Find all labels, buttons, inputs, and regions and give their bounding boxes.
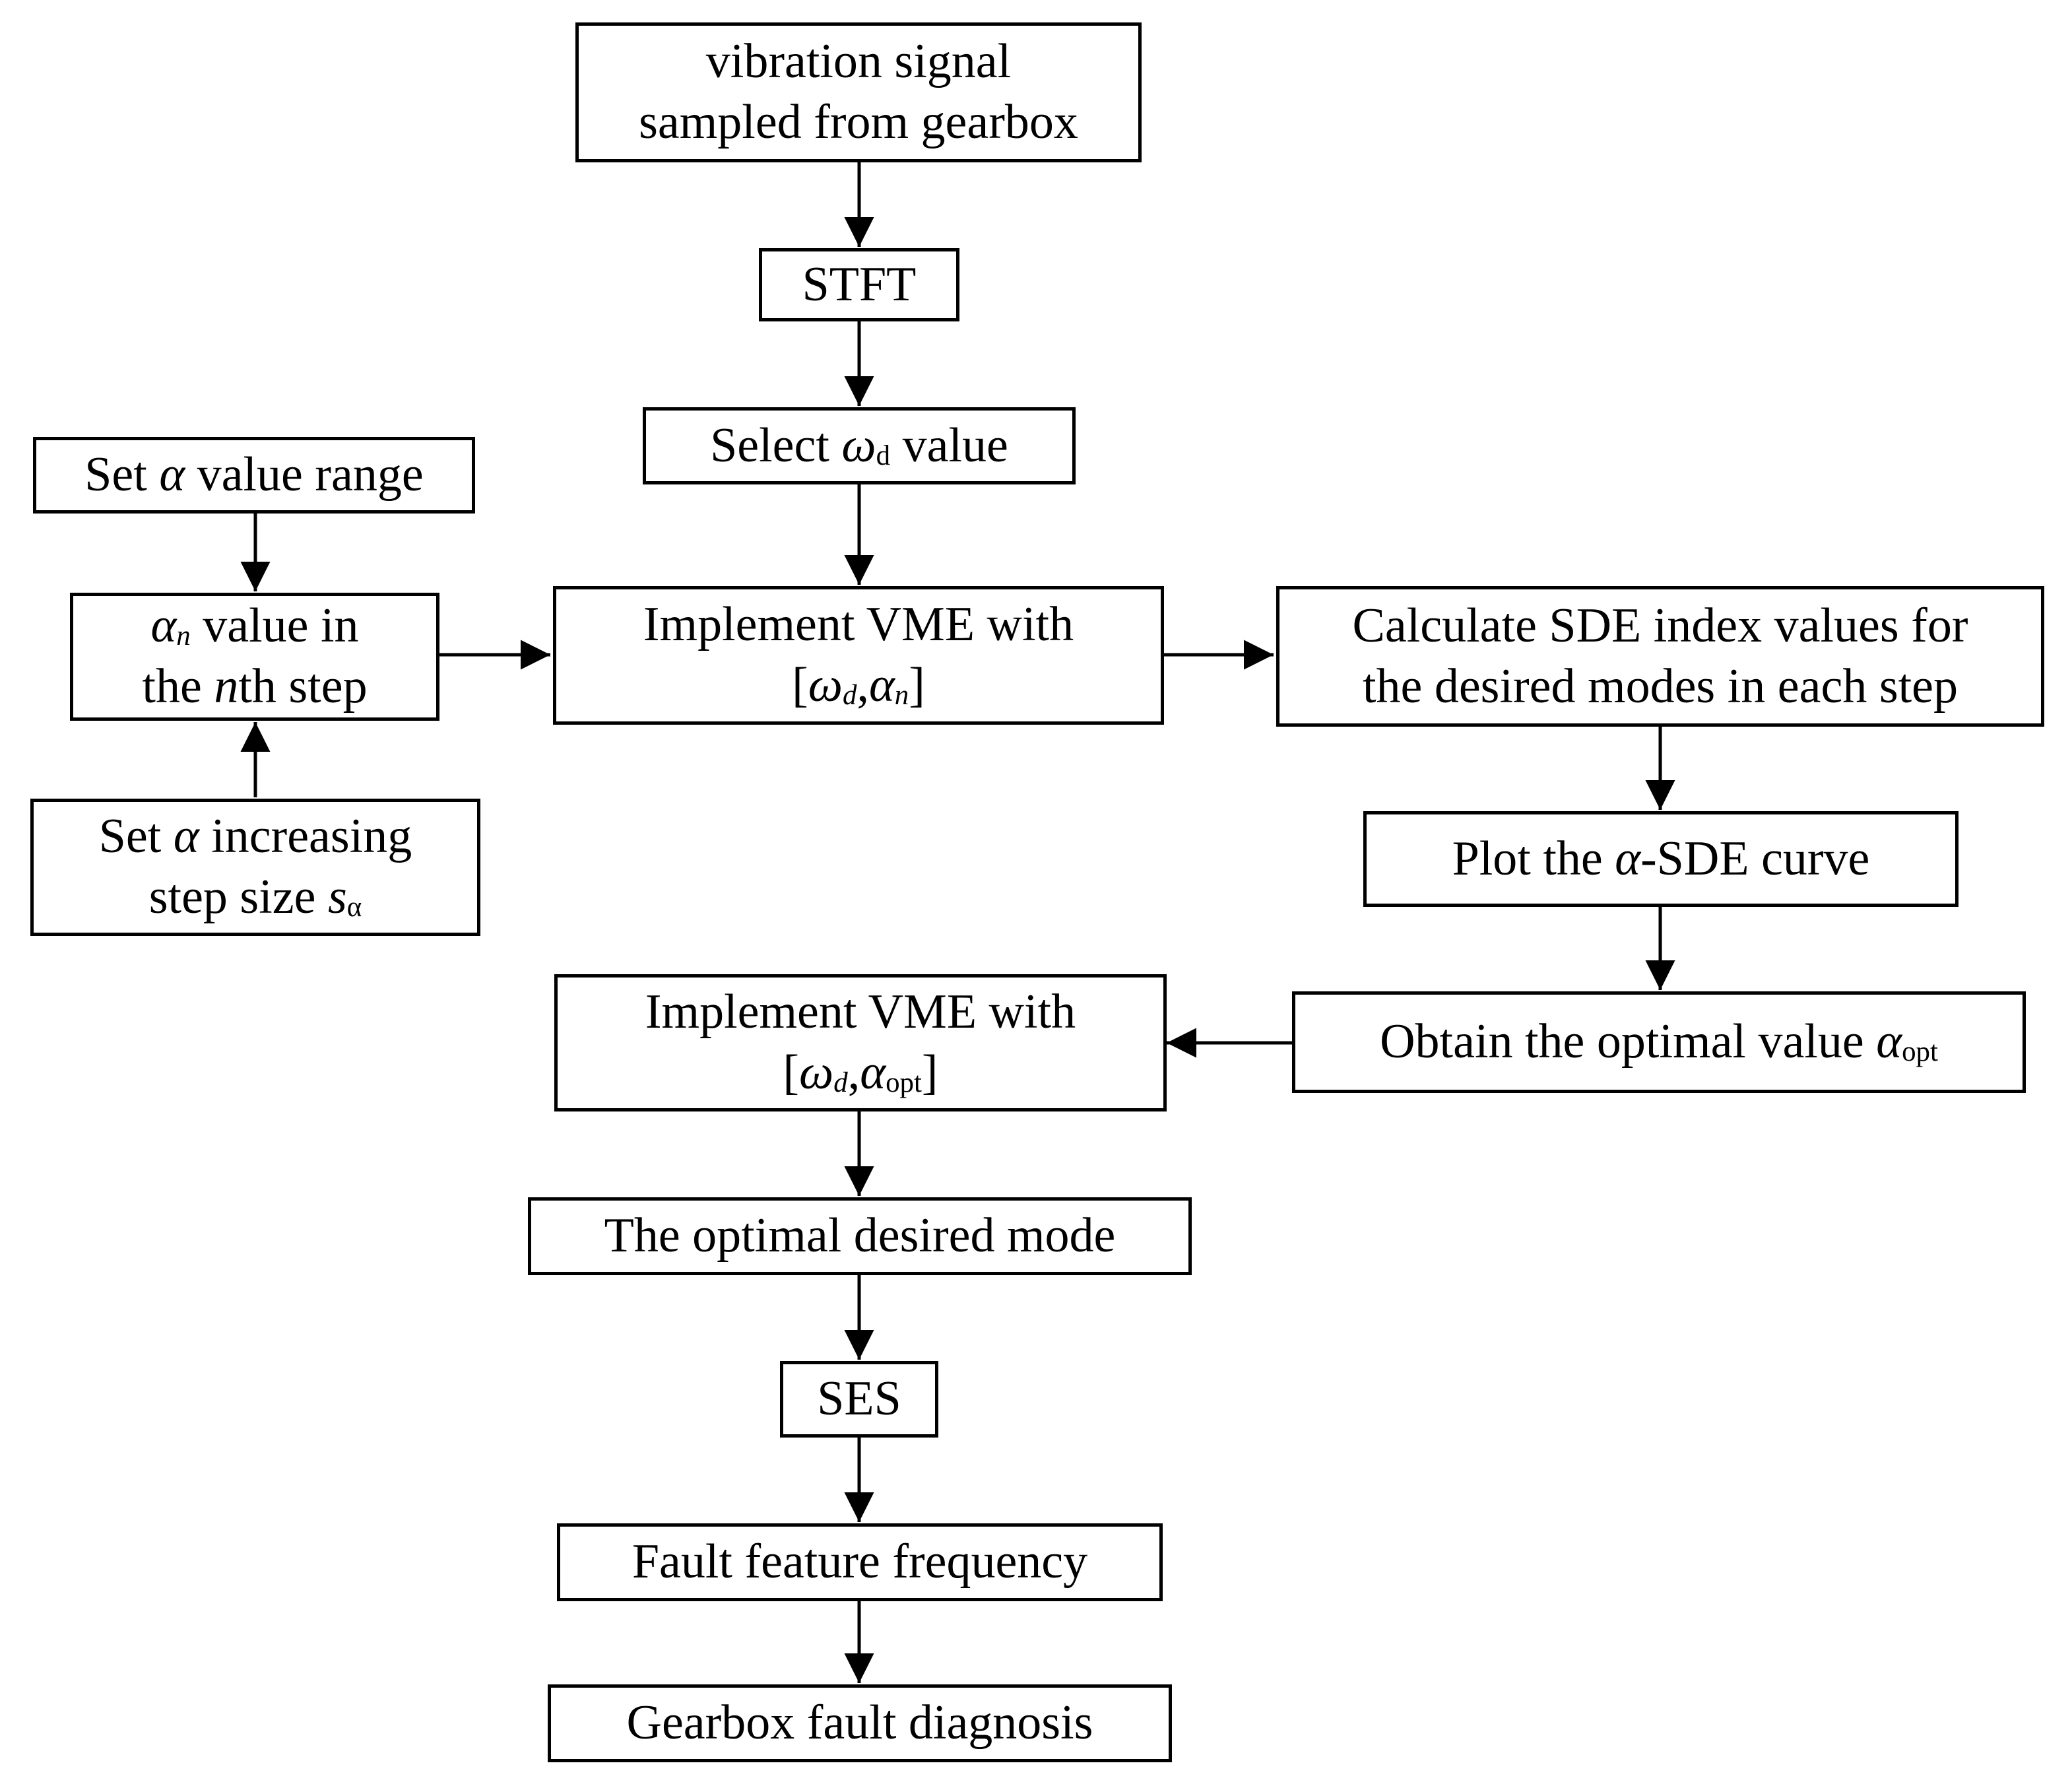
node-optimal-mode: The optimal desired mode <box>528 1197 1192 1275</box>
node-select-omega-post: value <box>890 418 1008 473</box>
node-implement-vme-n-line2: [ωd,αn] <box>643 655 1074 716</box>
node-set-alpha-step-post: increasing <box>199 809 412 864</box>
omega-subscript: d <box>876 440 891 471</box>
node-set-alpha-step-line1: Set α increasing <box>99 807 412 867</box>
node-calculate-sde-line1: Calculate SDE index values for <box>1352 598 1968 653</box>
alpha-symbol: α <box>150 599 177 653</box>
alpha-subscript: opt <box>886 1067 922 1099</box>
node-stft-label: STFT <box>802 257 917 312</box>
node-plot-curve: Plot the α-SDE curve <box>1363 811 1959 907</box>
node-alpha-n-post: value in <box>190 599 359 653</box>
node-set-alpha-range: Set α value range <box>33 437 475 514</box>
node-vibration-signal-line2: sampled from gearbox <box>639 95 1078 149</box>
node-gearbox-diagnosis: Gearbox fault diagnosis <box>548 1684 1172 1762</box>
node-alpha-n-step: αn value in the nth step <box>70 593 439 721</box>
node-implement-vme-n: Implement VME with [ωd,αn] <box>553 586 1164 725</box>
alpha-subscript: opt <box>1902 1036 1938 1068</box>
comma: , <box>857 658 869 712</box>
s-subscript: α <box>346 892 362 923</box>
alpha-subscript: n <box>894 680 909 712</box>
alpha-symbol: α <box>1876 1014 1902 1069</box>
node-calculate-sde-line2: the desired modes in each step <box>1362 659 1959 713</box>
bracket-close: ] <box>921 1045 938 1100</box>
node-fault-frequency: Fault feature frequency <box>557 1523 1163 1601</box>
node-implement-vme-opt: Implement VME with [ωd,αopt] <box>554 974 1167 1111</box>
omega-subscript: d <box>833 1067 848 1099</box>
bracket-open: [ <box>783 1045 800 1100</box>
node-implement-vme-n-line1: Implement VME with <box>643 597 1074 652</box>
omega-symbol: ω <box>841 418 876 473</box>
node-obtain-optimal: Obtain the optimal value αopt <box>1292 991 2026 1093</box>
node-gearbox-diagnosis-label: Gearbox fault diagnosis <box>626 1696 1093 1750</box>
node-obtain-optimal-pre: Obtain the optimal value <box>1380 1014 1877 1069</box>
node-set-alpha-step-line2: step size sα <box>99 867 412 928</box>
omega-symbol: ω <box>808 658 843 712</box>
comma: , <box>847 1045 860 1100</box>
node-set-alpha-range-post: value range <box>185 448 424 502</box>
alpha-symbol: α <box>868 658 895 712</box>
node-select-omega: Select ωd value <box>643 407 1076 484</box>
node-vibration-signal: vibration signal sampled from gearbox <box>575 22 1142 162</box>
omega-symbol: ω <box>799 1045 834 1100</box>
node-alpha-n-line2: the nth step <box>142 657 367 717</box>
node-optimal-mode-label: The optimal desired mode <box>604 1209 1116 1263</box>
alpha-symbol: α <box>159 448 185 502</box>
node-plot-curve-pre: Plot the <box>1452 831 1615 886</box>
n-symbol: n <box>214 659 239 713</box>
node-set-alpha-range-pre: Set <box>84 448 160 502</box>
node-implement-vme-opt-line2: [ωd,αopt] <box>645 1043 1076 1104</box>
alpha-symbol: α <box>173 809 199 864</box>
node-calculate-sde: Calculate SDE index values for the desir… <box>1276 586 2044 727</box>
omega-subscript: d <box>842 680 857 712</box>
bracket-close: ] <box>909 658 925 712</box>
node-fault-frequency-label: Fault feature frequency <box>631 1535 1088 1589</box>
node-set-alpha-step-pre: Set <box>98 809 174 864</box>
node-alpha-n-line2-pre: the <box>142 659 214 713</box>
node-stft: STFT <box>759 248 959 321</box>
node-implement-vme-opt-line1: Implement VME with <box>645 985 1076 1040</box>
alpha-symbol: α <box>1615 831 1641 886</box>
node-select-omega-pre: Select <box>710 418 842 473</box>
node-vibration-signal-line1: vibration signal <box>705 34 1012 89</box>
node-alpha-n-line2-post: th step <box>238 659 368 713</box>
node-set-alpha-step: Set α increasing step size sα <box>30 799 480 936</box>
s-symbol: s <box>327 870 347 924</box>
node-ses: SES <box>780 1361 938 1438</box>
alpha-subscript: n <box>176 620 191 652</box>
node-set-alpha-step-line2-pre: step size <box>148 870 328 924</box>
node-ses-label: SES <box>817 1372 901 1426</box>
node-plot-curve-post: -SDE curve <box>1640 831 1870 886</box>
alpha-symbol: α <box>860 1045 886 1100</box>
bracket-open: [ <box>792 658 808 712</box>
node-alpha-n-line1: αn value in <box>142 596 367 657</box>
